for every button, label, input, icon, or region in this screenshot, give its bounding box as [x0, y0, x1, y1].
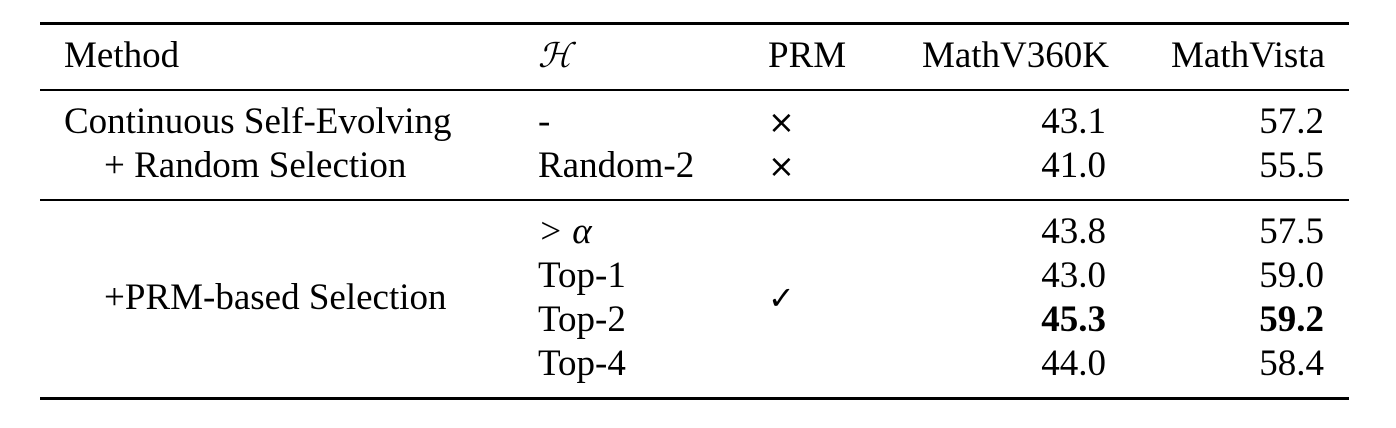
top-rule [40, 22, 1349, 25]
row-method: +PRM-based Selection [104, 277, 447, 318]
row-mathvista: 57.5 [1259, 211, 1324, 252]
header-method: Method [64, 35, 180, 76]
row-prm-cross: × [768, 147, 795, 185]
row-h: Top-1 [538, 255, 626, 296]
header-rule [40, 89, 1349, 91]
row-mathv360k: 43.1 [1041, 101, 1106, 142]
row-prm-cross: × [768, 103, 795, 141]
header-mathv360k: MathV360K [921, 35, 1109, 76]
row-mathvista: 57.2 [1259, 101, 1324, 142]
row-mathv360k: 43.0 [1041, 255, 1106, 296]
row-mathvista: 59.0 [1259, 255, 1324, 296]
row-mathvista-best: 59.2 [1259, 299, 1324, 340]
row-method: Continuous Self-Evolving [64, 101, 452, 142]
row-method: + Random Selection [104, 145, 407, 186]
row-mathv360k: 44.0 [1041, 343, 1106, 384]
row-mathv360k: 43.8 [1041, 211, 1106, 252]
header-mathvista: MathVista [1171, 35, 1325, 76]
row-prm-check: ✓ [768, 279, 795, 317]
row-h: > α [538, 211, 592, 252]
bottom-rule [40, 397, 1349, 400]
group-rule [40, 199, 1349, 201]
row-h: Top-2 [538, 299, 626, 340]
row-h: Random-2 [538, 145, 695, 186]
row-h: - [538, 101, 551, 142]
header-prm: PRM [768, 35, 847, 76]
row-mathv360k: 41.0 [1041, 145, 1106, 186]
row-mathvista: 55.5 [1259, 145, 1324, 186]
row-h: Top-4 [538, 343, 626, 384]
row-mathvista: 58.4 [1259, 343, 1324, 384]
header-h: ℋ [538, 36, 572, 76]
row-mathv360k-best: 45.3 [1041, 299, 1106, 340]
